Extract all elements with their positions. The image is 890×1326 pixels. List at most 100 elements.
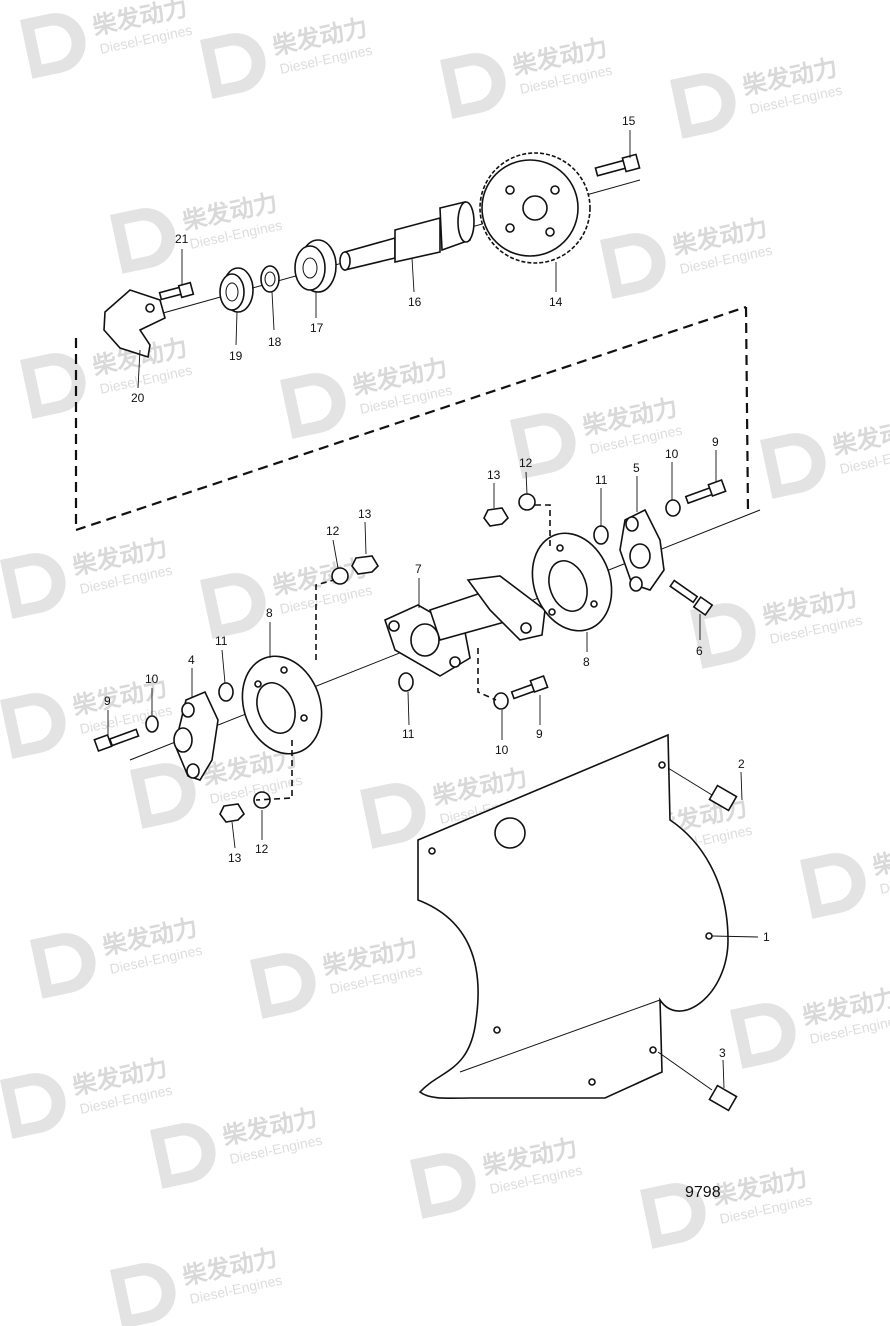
watermark: 柴发动力 Diesel-Engines (280, 353, 454, 439)
dashed-link (255, 740, 293, 801)
part-5-hole (629, 576, 643, 592)
part-1-hole (493, 1026, 501, 1034)
callout-8: 8 (266, 606, 273, 620)
callout-19: 19 (229, 349, 243, 363)
watermark-logo-icon (0, 1073, 66, 1139)
part-16-shaft (339, 201, 475, 272)
part-1-hole (588, 1078, 596, 1086)
leader-16 (411, 257, 415, 293)
watermark: 柴发动力 Diesel-Engines (0, 533, 174, 619)
dashed-link (315, 579, 335, 660)
callout-16: 16 (408, 295, 422, 309)
watermark: 柴发动力 Diesel-Engines (150, 1103, 324, 1189)
callout-11: 11 (215, 634, 228, 648)
watermark-logo-icon (440, 53, 506, 119)
callout-12: 12 (326, 524, 340, 538)
watermark: 柴发动力 Diesel-Engines (640, 1163, 814, 1249)
callout-12: 12 (519, 456, 533, 470)
watermark-logo-icon (0, 693, 66, 759)
watermark: 柴发动力 Diesel-Engines (200, 13, 374, 99)
dashed-link (535, 504, 551, 550)
watermark-logo-icon (130, 763, 196, 829)
watermark: 柴发动力 Diesel-Engines (670, 53, 844, 139)
leader-2 (740, 771, 743, 801)
part-5-bore (629, 543, 651, 569)
part-10-washer-middle (493, 692, 509, 710)
part-18-ring (260, 265, 280, 293)
part-9-bolt-left (93, 728, 140, 753)
callout-12: 12 (255, 842, 269, 856)
callout-labels: 1 2 3 4 5 6 7 8 8 9 9 9 10 10 10 11 11 1… (104, 114, 770, 1060)
watermark: 柴发动力 Diesel-Engines (600, 213, 774, 299)
watermark-logo-icon (200, 573, 266, 639)
leader-1 (711, 935, 759, 938)
part-2-bolt (667, 767, 738, 812)
watermark: 柴发动力 Diesel-Engines (250, 933, 424, 1019)
part-12-spacer-upper-left (331, 567, 349, 585)
part-8-flange-right (531, 532, 613, 632)
guard-edge (459, 999, 661, 1073)
part-1-hole (649, 1046, 657, 1054)
watermark: 柴发动力 Diesel-Engines (110, 188, 284, 274)
callout-10: 10 (665, 447, 679, 461)
callout-11: 11 (402, 727, 415, 741)
part-4-hole (186, 763, 200, 779)
watermark: 柴发动力 Diesel-Engines (20, 333, 194, 419)
part-17-bearing (294, 239, 337, 293)
callout-13: 13 (358, 507, 372, 521)
part-14-gear (479, 152, 591, 264)
callout-10: 10 (495, 743, 509, 757)
leader-13 (231, 821, 236, 849)
watermark-logo-icon (150, 1123, 216, 1189)
watermark: 柴发动力 Diesel-Engines (110, 1243, 284, 1326)
part-3-bolt (657, 1051, 738, 1112)
upper-assembly (103, 130, 641, 389)
callout-11: 11 (595, 473, 608, 487)
leader-12 (525, 471, 528, 495)
part-1-hole (658, 761, 666, 769)
watermark: 柴发动力 Diesel-Engines (800, 833, 890, 919)
watermark: 柴发动力 Diesel-Engines (510, 393, 684, 479)
callout-17: 17 (310, 321, 324, 335)
part-15-bolt (594, 153, 641, 177)
callout-1: 1 (763, 930, 770, 944)
callout-3: 3 (719, 1046, 726, 1060)
watermark: 柴发动力 Diesel-Engines (20, 0, 194, 79)
connector-frame (74, 305, 750, 532)
part-21-bolt (158, 281, 195, 301)
watermark-logo-icon (200, 33, 266, 99)
watermark: 柴发动力 Diesel-Engines (200, 553, 374, 639)
callout-5: 5 (633, 461, 640, 475)
watermark: 柴发动力 Diesel-Engines (410, 1133, 584, 1219)
part-4-bore (173, 727, 193, 753)
part-1-hole (705, 932, 713, 940)
watermark-logo-icon (760, 433, 826, 499)
callout-2: 2 (738, 757, 745, 771)
part-1-guard (417, 733, 729, 1100)
part-13-nut-lower-left (219, 803, 246, 823)
watermark-logo-icon (20, 13, 86, 79)
part-8-flange-left (241, 655, 323, 755)
leader-20 (137, 349, 141, 389)
part-7-housing (384, 575, 546, 677)
leader-3 (722, 1059, 725, 1089)
watermark: 柴发动力 Diesel-Engines (440, 33, 614, 119)
watermark-logo-icon (800, 853, 866, 919)
watermark-logo-icon (20, 353, 86, 419)
part-10-washer-left (145, 715, 159, 733)
part-12-spacer-upper-right (518, 493, 536, 511)
leader-11 (221, 649, 226, 684)
watermark-logo-icon (280, 373, 346, 439)
part-11-washer-left (218, 682, 234, 702)
callout-6: 6 (696, 644, 703, 658)
part-9-bolt-middle (510, 674, 549, 700)
dashed-link (477, 648, 497, 701)
part-6-bolt (669, 579, 714, 617)
callout-15: 15 (622, 114, 636, 128)
leader-11 (407, 691, 410, 726)
part-10-washer-right (665, 499, 681, 517)
part-1-hole (428, 847, 436, 855)
callout-21: 21 (175, 232, 189, 246)
watermark-logo-icon (0, 553, 66, 619)
